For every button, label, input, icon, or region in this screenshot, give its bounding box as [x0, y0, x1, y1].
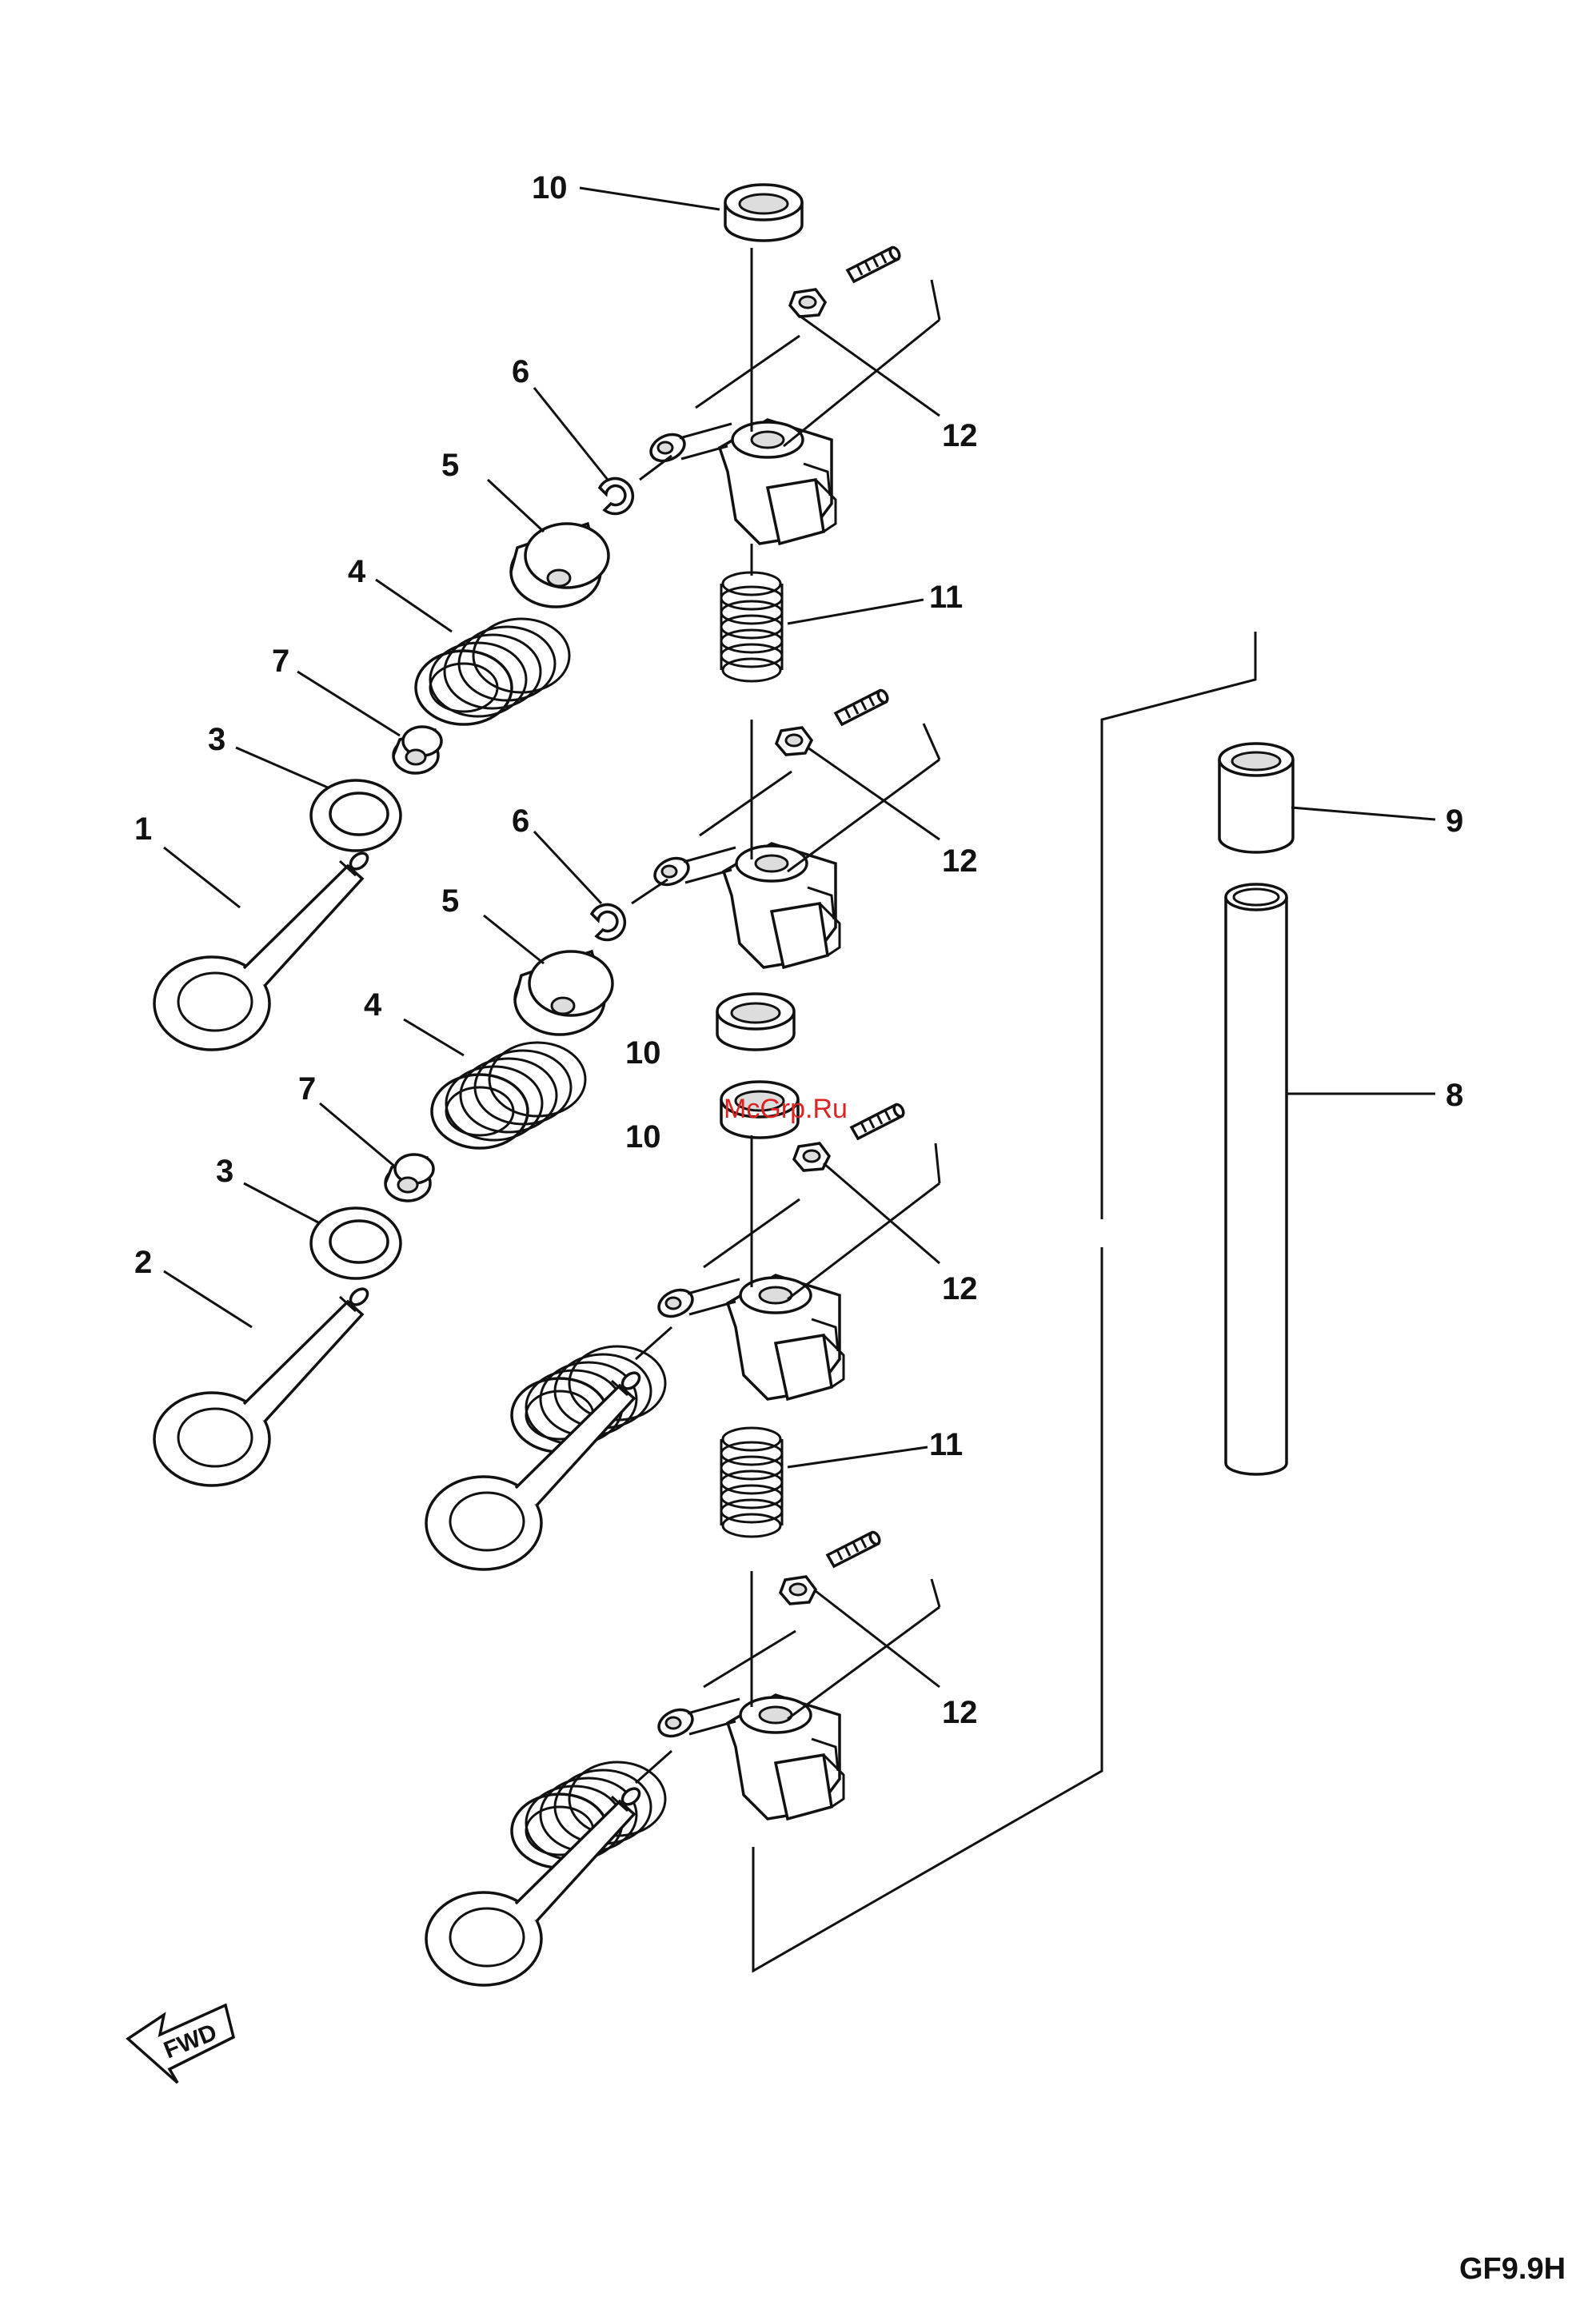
callout-4: 4	[364, 987, 382, 1023]
callout-8: 8	[1446, 1078, 1463, 1113]
callout-3: 3	[216, 1154, 233, 1189]
callout-6: 6	[512, 354, 529, 389]
seal-7-upper	[393, 727, 441, 773]
spring-11-lower	[721, 1428, 782, 1537]
pivot-bolt-2	[836, 689, 889, 724]
callout-12: 12	[942, 418, 978, 453]
cotter-6-upper	[600, 479, 632, 514]
shim-10-top	[725, 185, 802, 241]
rocker-arm-4	[655, 1695, 844, 1819]
watermark: McGrp.Ru	[724, 1094, 848, 1124]
retainer-5-lower	[515, 951, 612, 1035]
nut-2	[776, 728, 812, 755]
retainer-5-upper	[511, 524, 608, 607]
callout-12: 12	[942, 1271, 978, 1306]
valve-1	[154, 850, 370, 1050]
valve-spring-4-lower	[432, 1043, 585, 1148]
shaft-8	[1226, 884, 1287, 1474]
nut-1	[790, 289, 825, 317]
callout-2: 2	[134, 1245, 152, 1280]
callout-5: 5	[441, 883, 459, 919]
callout-11: 11	[929, 580, 963, 615]
callout-7: 7	[298, 1071, 316, 1107]
callout-1: 1	[134, 812, 152, 847]
washer-3-upper	[311, 780, 401, 851]
callout-5: 5	[441, 448, 459, 483]
valve-assembly-3	[426, 1346, 665, 1569]
spring-11-upper	[721, 572, 782, 681]
collar-9	[1219, 744, 1293, 852]
callout-10: 10	[625, 1035, 661, 1071]
valve-assembly-4	[426, 1762, 665, 1985]
callout-3: 3	[208, 722, 225, 757]
callout-4: 4	[348, 554, 366, 589]
fwd-arrow-icon: FWD	[128, 2005, 233, 2083]
rocker-arm-2	[651, 843, 840, 967]
seal-7-lower	[385, 1154, 433, 1201]
pivot-bolt-3	[852, 1103, 905, 1139]
callout-12: 12	[942, 843, 978, 879]
washer-3-lower	[311, 1208, 401, 1278]
callout-9: 9	[1446, 804, 1463, 839]
nut-3	[794, 1143, 829, 1170]
callout-7: 7	[272, 644, 289, 679]
callout-10: 10	[532, 170, 568, 205]
callout-11: 11	[929, 1427, 963, 1462]
callout-12: 12	[942, 1695, 978, 1730]
valve-2	[154, 1286, 370, 1485]
callout-10: 10	[625, 1119, 661, 1154]
shim-10-mid-a	[717, 994, 794, 1050]
pivot-bolt-4	[828, 1531, 881, 1566]
nut-4	[780, 1577, 816, 1604]
rocker-arm-1	[647, 420, 836, 544]
model-code: GF9.9H	[1459, 2252, 1566, 2286]
pivot-bolt-1	[848, 246, 901, 281]
cotter-6-lower	[592, 905, 624, 940]
rocker-arm-3	[655, 1275, 844, 1399]
valve-spring-4-upper	[416, 619, 569, 724]
callout-6: 6	[512, 804, 529, 839]
